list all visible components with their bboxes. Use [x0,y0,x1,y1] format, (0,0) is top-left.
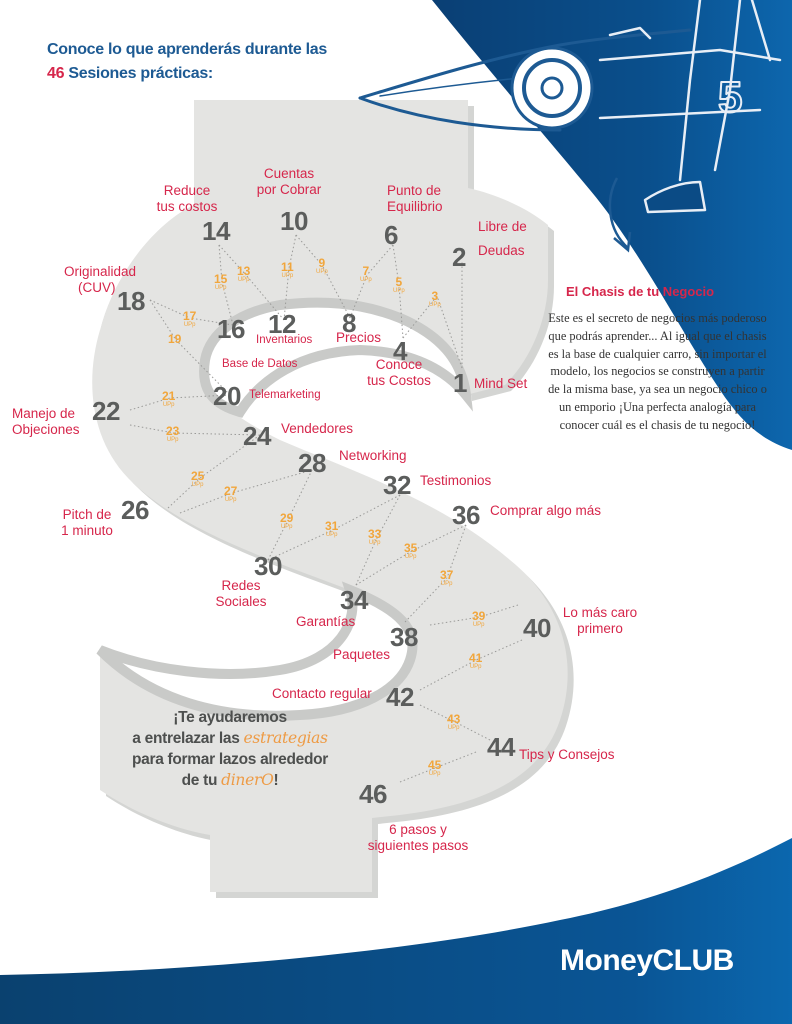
session-label-44: Tips y Consejos [519,747,615,762]
session-number-46: 46 [359,779,387,809]
highlight-dinero: dinerO [221,771,274,789]
car-nose-outline [358,28,692,100]
session-label-42: Contacto regular [272,686,372,701]
session-number-34: 34 [340,585,368,615]
session-label-36: Comprar algo más [490,503,602,518]
dollar-upper-inner-hole [199,297,473,418]
upp-session-19: 19 [168,332,182,346]
session-number-38: 38 [390,622,418,652]
session-label-38: Paquetes [333,647,391,662]
session-number-28: 28 [298,448,326,478]
sessions-count: 46 [47,65,65,82]
session-number-4: 4 [393,336,407,366]
session-number-30: 30 [254,551,282,581]
car-illustration: 5 [358,0,782,214]
session-label-32: Testimonios [420,473,492,488]
session-number-44: 44 [487,732,515,762]
session-label-20: Telemarketing [249,389,321,401]
session-number-42: 42 [386,682,414,712]
session-label-34: Garantías [296,614,356,629]
bottom-blue-wave [0,838,792,1024]
connector-lines [129,234,523,783]
session-label-18: Originalidad(CUV) [63,264,137,295]
moneyclub-logo: MoneyCLUB [560,944,734,977]
session-label-24: Vendedores [281,421,354,436]
session-number-12: 12 [268,309,296,339]
session-label-16: Base de Datos [222,358,298,370]
session-number-16: 16 [217,314,245,344]
session-number-14: 14 [202,216,230,246]
session-label-12: Inventarios [256,334,313,346]
session-number-22: 22 [92,396,120,426]
session-number-36: 36 [452,500,480,530]
headline-line2: 46 Sesiones prácticas: [47,65,213,82]
sidebar-body: Este es el secreto de negocios más poder… [548,311,767,432]
session-label-2b: Deudas [478,243,525,258]
session-label-2a: Libre de [478,219,527,234]
dollar-lower-inner-hole [96,581,418,721]
session-number-10: 10 [280,206,308,236]
slogan: ¡Te ayudaremos a entrelazar las estrateg… [131,709,329,789]
page-headline: Conoce lo que aprenderás durante las 46 … [47,38,327,86]
session-label-28: Networking [339,448,407,463]
session-label-1: Mind Set [474,376,528,391]
session-number-32: 32 [383,470,411,500]
dollar-sign-body [92,100,568,892]
session-number-2: 2 [452,242,466,272]
session-number-24: 24 [243,421,271,451]
session-number-18: 18 [117,286,145,316]
highlight-estrategias: estrategias [243,729,328,747]
session-number-26: 26 [121,495,149,525]
headline-line1: Conoce lo que aprenderás durante las [47,41,327,58]
session-number-6: 6 [384,220,398,250]
session-label-8: Precios [336,330,382,345]
session-number-20: 20 [213,381,241,411]
shoe [643,180,707,214]
session-number-1: 1 [453,368,467,398]
curved-arrow-icon [608,177,632,253]
session-number-40: 40 [523,613,551,643]
person-legs [678,0,772,182]
session-number-8: 8 [342,308,356,338]
sidebar-title: El Chasis de tu Negocio [566,284,715,299]
dollar-top-cut [0,100,194,330]
